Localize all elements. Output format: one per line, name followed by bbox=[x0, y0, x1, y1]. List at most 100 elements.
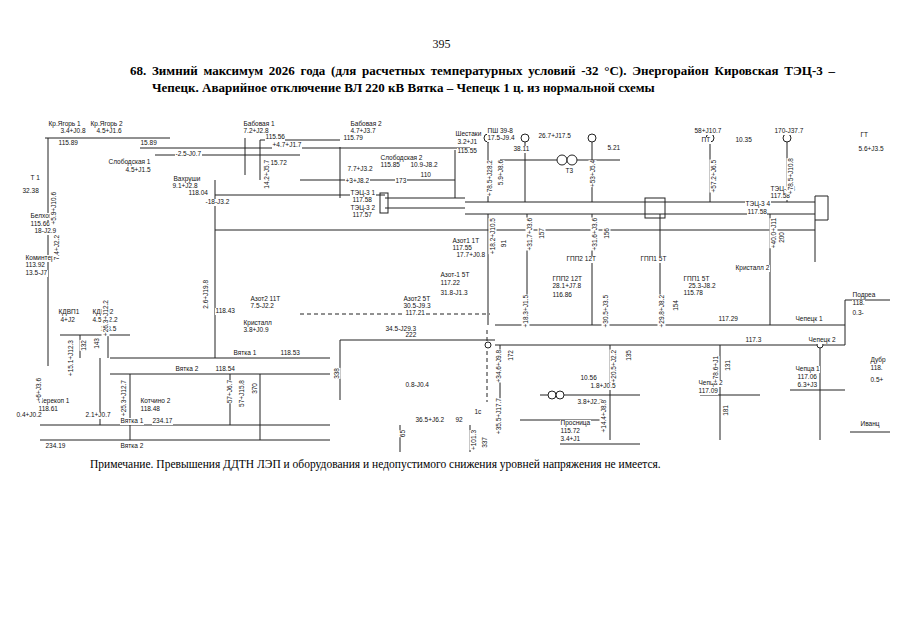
flow-label: 118.53 bbox=[280, 350, 300, 357]
flow-label: 15.89 bbox=[140, 140, 157, 147]
generator-symbol bbox=[588, 134, 596, 142]
bus-coupler bbox=[380, 193, 388, 213]
flow-label: 115.55 bbox=[457, 148, 477, 155]
flow-label: Азот1 1Т bbox=[452, 238, 480, 245]
flow-label: 115.66 bbox=[30, 221, 50, 228]
line-flow-label: +29.8+J8.2 bbox=[658, 295, 666, 328]
line-flow-label: 65 bbox=[399, 430, 407, 437]
flow-label: 13.5-J7 bbox=[25, 270, 48, 277]
flow-label: 18-J2.9 bbox=[34, 228, 57, 235]
line-flow-label: 135 bbox=[625, 350, 633, 361]
line-flow-label: +15.1+J12.3 bbox=[67, 340, 75, 376]
line-flow-label: +18.3+J1.5 bbox=[522, 295, 530, 328]
flow-label: 117.29 bbox=[718, 316, 738, 323]
flow-label: Иванц bbox=[860, 421, 880, 428]
flow-label: 3.4+J1 bbox=[560, 436, 581, 443]
disconnected-line bbox=[300, 314, 490, 402]
flow-label: 28.1+J7.8 bbox=[552, 283, 582, 290]
flow-label: Бабовая 1 bbox=[243, 121, 275, 128]
flow-label: 10.35 bbox=[735, 137, 752, 144]
line-flow-label: 154 bbox=[672, 300, 680, 311]
flow-label: Кр.Ягорь 2 bbox=[90, 121, 123, 128]
flow-label: ГПП1 5Т bbox=[640, 256, 667, 263]
flow-label: 36.5+J6.2 bbox=[415, 417, 445, 424]
flow-label: 113.92 bbox=[25, 262, 45, 269]
flow-label: КДВП1 bbox=[58, 309, 80, 316]
line-flow-label: +6+J3.6 bbox=[35, 378, 43, 402]
flow-label: Слободская 2 bbox=[380, 155, 423, 162]
flow-label: Т 1 bbox=[30, 175, 40, 182]
line-flow-label: 91 bbox=[500, 240, 508, 247]
line-flow-label: 2.6+J19.8 bbox=[202, 280, 210, 309]
flow-label: Слободская 1 bbox=[108, 159, 151, 166]
flow-label: 2.1+J0.7 bbox=[85, 412, 111, 419]
line-flow-label: +34.6+J9.8 bbox=[495, 350, 503, 383]
flow-label: 115.89 bbox=[58, 140, 78, 147]
flow-label: 115.78 bbox=[683, 290, 703, 297]
line-flow-label: +40.0+J11 bbox=[770, 218, 778, 248]
line-flow-label: +30.5+J3.5 bbox=[602, 295, 610, 328]
flow-label: +3+J8.2 bbox=[345, 178, 370, 185]
flow-label: 17.5-J9.4 bbox=[487, 135, 515, 142]
flow-label: 117.22 bbox=[440, 280, 460, 287]
bus-line bbox=[215, 142, 890, 345]
line-flow-label: +31.6+J3.6 bbox=[591, 218, 599, 251]
line-flow-label: 57+J15.8 bbox=[238, 380, 246, 407]
flow-label: -18-J3.2 bbox=[205, 199, 230, 206]
flow-label: 117.21 bbox=[405, 310, 425, 317]
flow-label: 1c bbox=[474, 409, 482, 416]
flow-label: Чепецк 2 bbox=[808, 337, 836, 344]
flow-label: ПТ bbox=[701, 137, 711, 144]
page-number: 395 bbox=[432, 38, 451, 50]
flow-label: 117.58 bbox=[352, 197, 372, 204]
flow-label: 0.8-J0.4 bbox=[405, 382, 430, 389]
bus-line bbox=[45, 138, 470, 374]
flow-label: 117.06 bbox=[797, 374, 817, 381]
flow-label: 4.5+J1.6 bbox=[96, 128, 122, 135]
flow-label: Азот-1 5Т bbox=[440, 272, 470, 279]
flow-label: Дубр bbox=[870, 357, 886, 364]
wire-group bbox=[40, 138, 890, 452]
flow-label: ГПП1 5Т bbox=[683, 276, 710, 283]
line-flow-label: 5.9+J8.6 bbox=[497, 160, 505, 185]
generator-symbol bbox=[521, 134, 529, 142]
flow-label: 115.56 bbox=[265, 134, 285, 141]
flow-label: Кристалл bbox=[243, 320, 272, 327]
flow-label: Бабовая 2 bbox=[350, 121, 382, 128]
line-flow-label: +78.6+J1 bbox=[712, 356, 720, 383]
flow-label: Котчино 2 bbox=[140, 398, 171, 405]
flow-label: ГПП2 12Т bbox=[552, 276, 583, 283]
flow-label: Чепецк 1 bbox=[795, 316, 823, 323]
line-flow-label: +31.7+J3.6 bbox=[526, 218, 534, 251]
bus-coupler bbox=[645, 198, 665, 218]
flow-label: 118.04 bbox=[188, 190, 208, 197]
flow-label: 170-J37.7 bbox=[774, 128, 804, 135]
flow-label: 31.8-J1.3 bbox=[440, 290, 468, 297]
flow-label: 234.19 bbox=[45, 443, 66, 450]
line-flow-label: +57.2+J6.5 bbox=[710, 160, 718, 193]
flow-label: 115.79 bbox=[343, 135, 363, 142]
flow-label: 118.43 bbox=[215, 308, 235, 315]
line-flow-label: 156 bbox=[603, 228, 611, 239]
flow-label: 7.7+J3.2 bbox=[347, 166, 373, 173]
flow-label: 117.09 bbox=[698, 388, 718, 395]
flow-label: 7.5-J2.2 bbox=[250, 303, 275, 310]
line-flow-label: +101.3 bbox=[470, 430, 478, 450]
line-flow-label: 337 bbox=[481, 437, 489, 448]
line-flow-label: 370 bbox=[251, 383, 259, 394]
flow-label: Подреа bbox=[852, 292, 876, 299]
transformer-symbol bbox=[485, 342, 491, 348]
line-flow-label: +26.3+J12.2 bbox=[102, 300, 110, 336]
line-flow-label: +5.9+J10.6 bbox=[50, 192, 58, 225]
line-flow-label: +35.5+J17.7 bbox=[495, 398, 503, 434]
line-flow-label: 131 bbox=[724, 360, 732, 371]
flow-label: ТЭЦ-3 2 bbox=[350, 205, 376, 212]
flow-label: 222 bbox=[405, 332, 417, 339]
flow-label: 117.55 bbox=[452, 245, 472, 252]
generator-symbol bbox=[783, 134, 791, 142]
flow-label: Вятка 1 bbox=[233, 350, 257, 357]
flow-label: 3.2+J1 bbox=[457, 139, 478, 146]
transformer-symbol bbox=[557, 155, 567, 165]
bus-line bbox=[40, 340, 890, 452]
flow-label: 115.72 bbox=[560, 428, 580, 435]
